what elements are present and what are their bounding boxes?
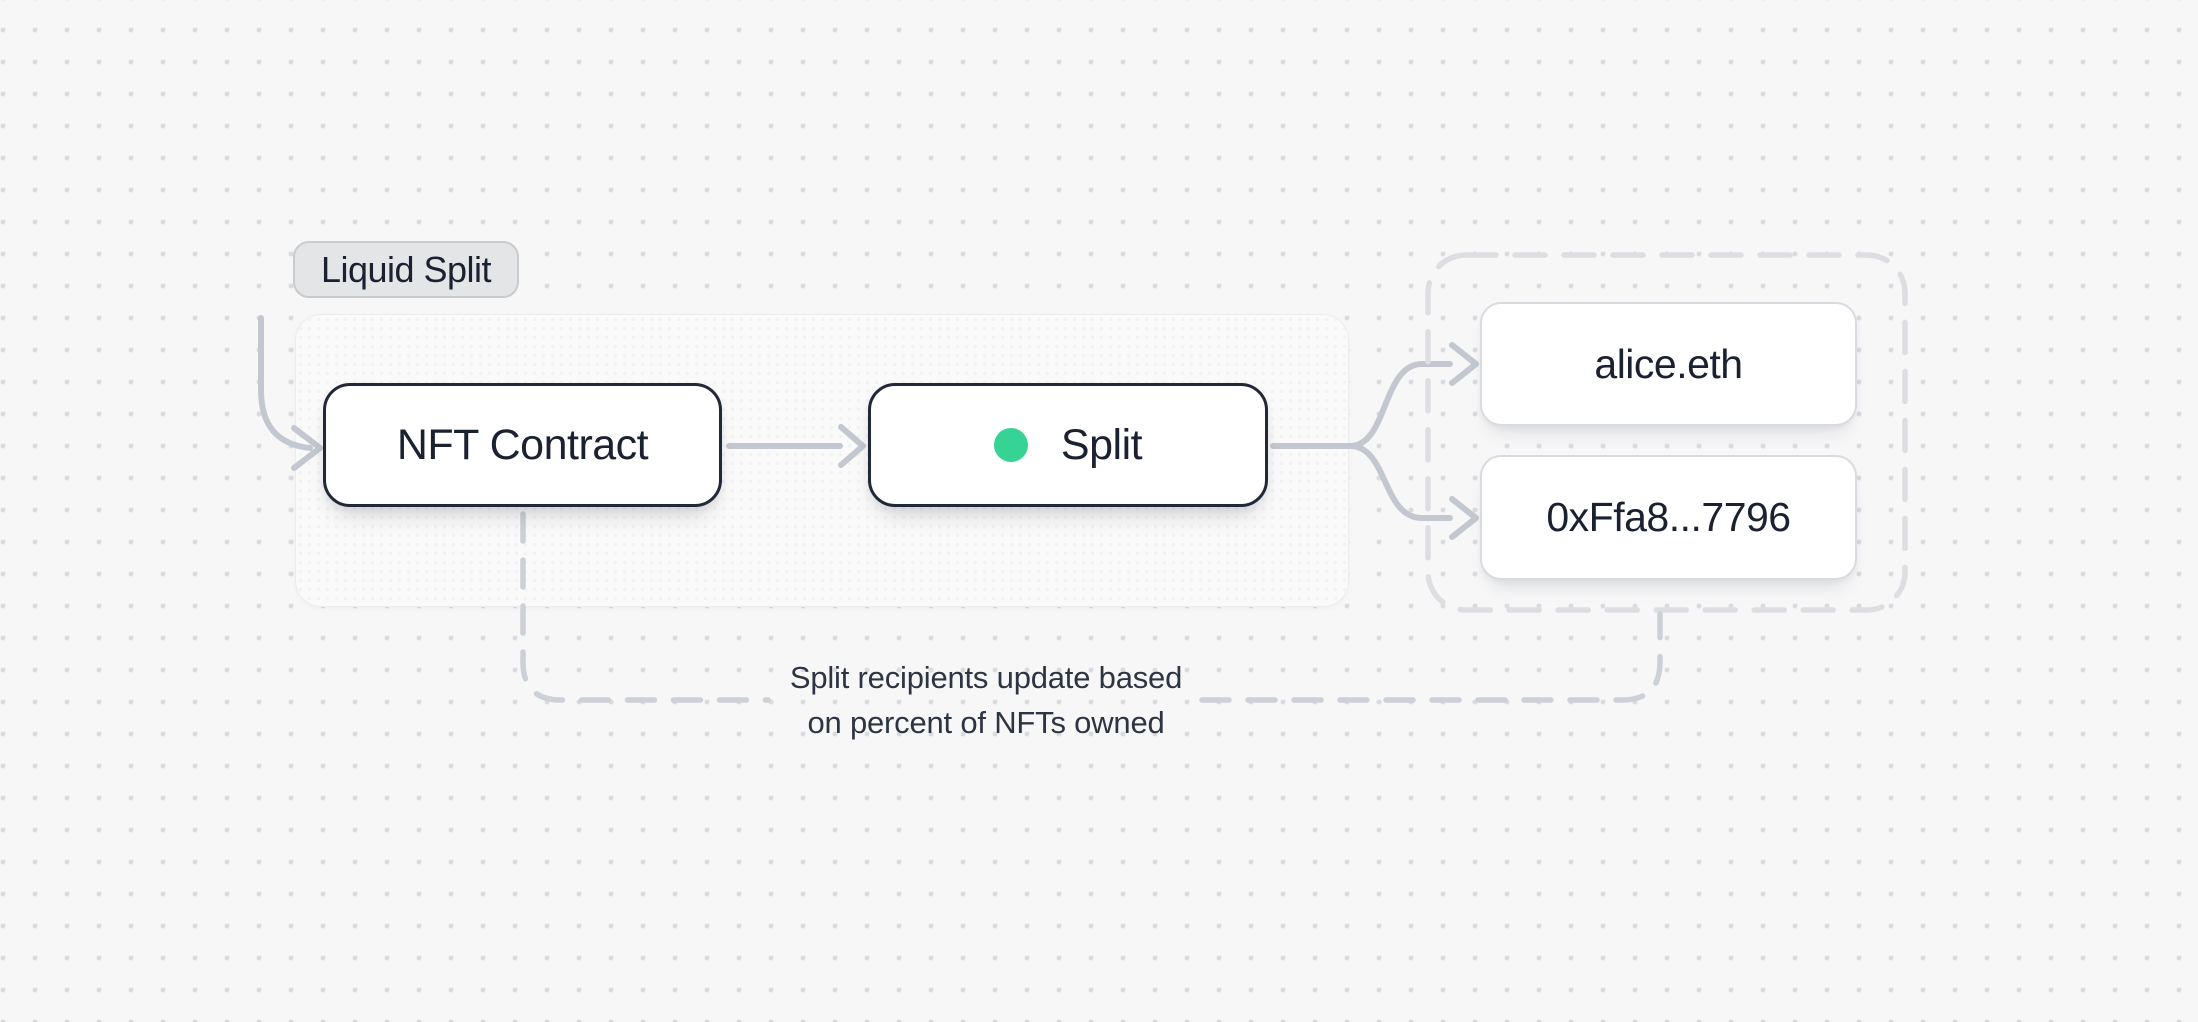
annotation-line-1: Split recipients update based [789,660,1183,695]
node-split-label: Split [1060,420,1143,469]
green-status-dot-icon [993,428,1028,462]
node-nft-contract[interactable]: NFT Contract [323,383,722,507]
annotation-line-2: on percent of NFTs owned [807,705,1165,740]
recipient-alice[interactable]: alice.eth [1480,302,1857,426]
liquid-split-badge-label: Liquid Split [320,248,492,290]
node-split[interactable]: Split [868,383,1268,507]
liquid-split-badge: Liquid Split [293,241,519,298]
recipient-address-label: 0xFfa8...7796 [1546,494,1791,540]
annotation-text: Split recipients update based on percent… [636,655,1336,745]
node-nft-contract-label: NFT Contract [396,420,649,469]
recipient-alice-label: alice.eth [1594,340,1743,387]
recipient-address[interactable]: 0xFfa8...7796 [1480,455,1857,580]
